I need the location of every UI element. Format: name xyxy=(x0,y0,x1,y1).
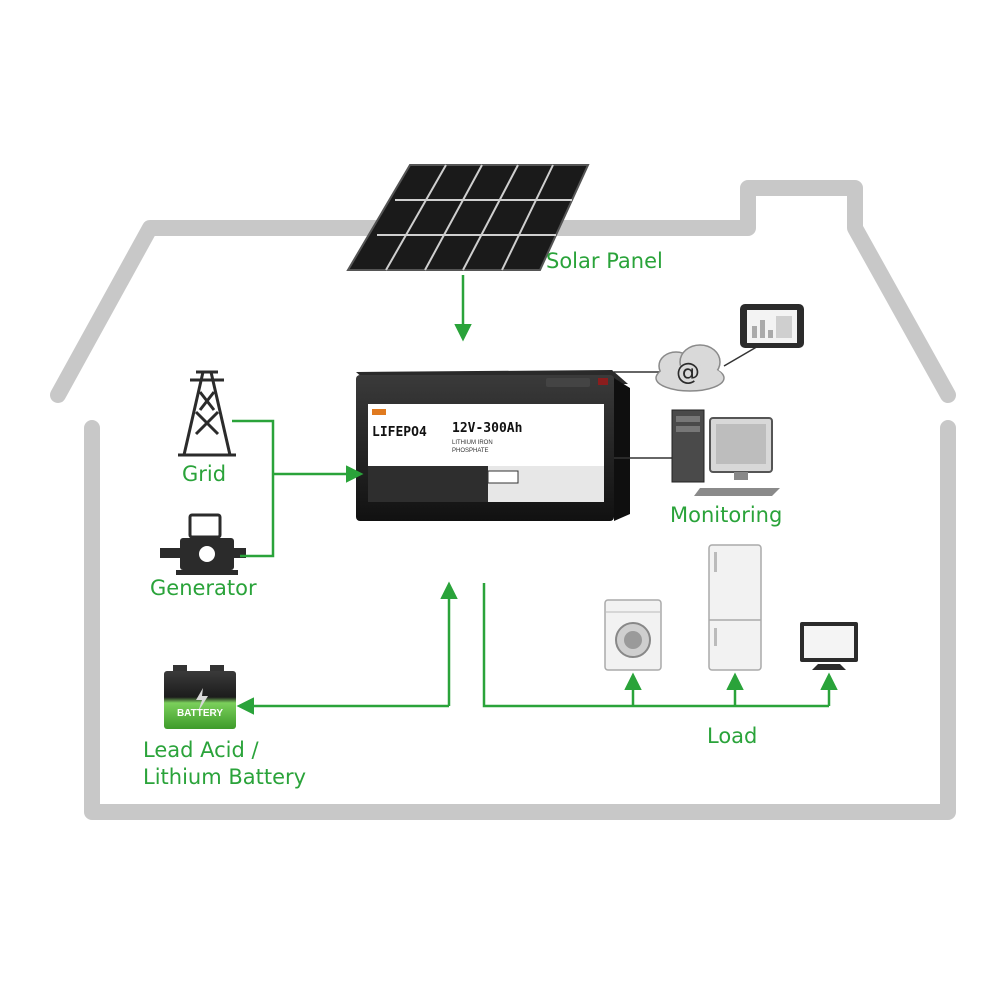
generator-icon xyxy=(160,513,246,575)
grid-tower-icon xyxy=(178,370,236,457)
battery-chemistry-line2: PHOSPHATE xyxy=(452,448,489,454)
lifepo4-battery-icon xyxy=(356,370,630,521)
monitoring-label: Monitoring xyxy=(670,503,783,527)
backup-battery-icon xyxy=(164,665,236,729)
house-roof xyxy=(50,180,956,403)
cloud-to-tablet-line xyxy=(723,344,761,367)
load-label: Load xyxy=(707,724,758,748)
house-outline xyxy=(84,420,956,820)
tv-icon xyxy=(800,622,858,670)
washing-machine-icon xyxy=(604,599,662,671)
cloud-icon xyxy=(655,344,725,392)
refrigerator-icon xyxy=(708,544,762,671)
battery-brand: LIFEPO4 xyxy=(372,425,427,440)
solar-panel-label: Solar Panel xyxy=(546,249,663,273)
lead-acid-label-line2: Lithium Battery xyxy=(143,765,307,789)
battery-chemistry-line1: LITHIUM IRON xyxy=(452,440,493,446)
grid-connector-line xyxy=(232,419,275,558)
grid-label: Grid xyxy=(182,462,227,486)
tablet-icon xyxy=(740,304,804,348)
computer-icon xyxy=(671,409,780,496)
battery-rating: 12V-300Ah xyxy=(452,421,522,436)
cloud-at-symbol: @ xyxy=(676,358,700,386)
lead-acid-label-line1: Lead Acid / xyxy=(143,738,259,762)
load-distribution-line xyxy=(482,583,829,708)
generator-label: Generator xyxy=(150,576,257,600)
solar-panel-icon xyxy=(346,164,590,271)
backup-battery-label: BATTERY xyxy=(177,708,223,719)
